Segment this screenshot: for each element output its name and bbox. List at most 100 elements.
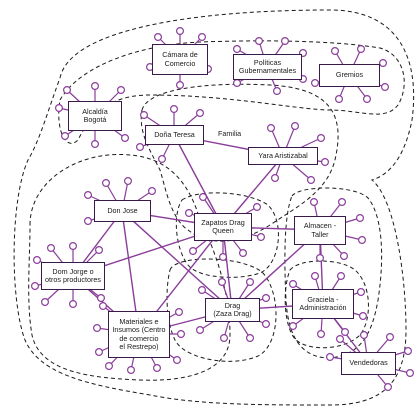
spoke-circle-camara-5 — [176, 80, 185, 89]
store-boundary — [284, 187, 383, 359]
spoke-circle-drag-5 — [246, 334, 255, 343]
spoke-circle-don-jorge-0 — [32, 256, 41, 265]
spoke-circle-politicas-5 — [233, 78, 242, 87]
node-politicas-gubernamentales: Políticas Gubernamentales — [233, 54, 302, 80]
spoke-circle-don-jorge-2 — [68, 242, 77, 251]
spoke-circle-alcaldia-4 — [60, 132, 69, 141]
spoke-circle-zapatos-3 — [257, 233, 266, 242]
spoke-circle-gremios-1 — [357, 44, 366, 53]
spoke-circle-dona-teresa-1 — [170, 104, 179, 113]
node-drag-zaza-drag: Drag (Zaza Drag) — [205, 298, 260, 322]
spoke-circle-almacen-1 — [338, 198, 347, 207]
spoke-circle-materiales-0 — [98, 302, 107, 311]
spoke-circle-gremios-6 — [311, 78, 320, 87]
spoke-circle-camara-2 — [198, 32, 207, 41]
node-dom-jorge-otros-productores: Dom Jorge o otros productores — [41, 262, 105, 290]
spoke-circle-zapatos-2 — [253, 203, 262, 212]
spoke-circle-camara-1 — [176, 27, 185, 36]
spoke-circle-zapatos-1 — [199, 193, 208, 202]
spoke-circle-graciela-7 — [289, 322, 298, 331]
spoke-circle-vendedoras-0 — [326, 353, 335, 362]
spoke-circle-almacen-3 — [358, 236, 367, 245]
spoke-circle-materiales-4 — [126, 366, 135, 375]
spoke-circle-vendedoras-1 — [336, 335, 345, 344]
spoke-circle-vendedoras-6 — [384, 383, 393, 392]
spoke-circle-don-jorge-7 — [96, 294, 105, 303]
spoke-circle-graciela-2 — [337, 272, 346, 281]
spoke-circle-drag-7 — [196, 326, 205, 335]
spoke-circle-gremios-0 — [331, 46, 340, 55]
node-materiales-insumos: Materiales e Insumos (Centro de comercio… — [108, 311, 170, 358]
spoke-circle-don-jose-3 — [148, 187, 157, 196]
spoke-circle-drag-0 — [198, 286, 207, 295]
spoke-circle-gremios-3 — [381, 82, 390, 91]
spoke-circle-vendedoras-2 — [360, 331, 369, 340]
spoke-circle-drag-6 — [220, 334, 229, 343]
spoke-circle-almacen-0 — [310, 198, 319, 207]
spoke-circle-alcaldia-1 — [62, 85, 71, 94]
node-camara-de-comercio: Cámara de Comercio — [152, 44, 208, 75]
spoke-circle-materiales-6 — [173, 356, 182, 365]
spoke-circle-yara-1 — [291, 121, 300, 130]
spoke-circle-almacen-2 — [356, 214, 365, 223]
spoke-circle-alcaldia-2 — [90, 81, 99, 90]
spoke-circle-graciela-3 — [357, 288, 366, 297]
spoke-circle-yara-2 — [317, 134, 326, 143]
node-zapatos-drag-queen: Zapatos Drag Queen — [194, 213, 252, 241]
spoke-circle-materiales-7 — [177, 330, 186, 339]
spoke-circle-camara-0 — [154, 32, 163, 41]
node-graciela-administracion: Graciela - Administración — [292, 289, 354, 319]
spoke-circle-drag-1 — [218, 278, 227, 287]
spoke-circle-zapatos-5 — [219, 253, 228, 262]
spoke-circle-dona-teresa-4 — [158, 155, 167, 164]
spoke-circle-alcaldia-6 — [120, 134, 129, 143]
edge-label-familia: Familia — [218, 129, 242, 138]
spoke-circle-don-jorge-6 — [68, 300, 77, 309]
spoke-circle-materiales-8 — [175, 308, 184, 317]
spoke-circle-yara-5 — [271, 174, 280, 183]
spoke-circle-drag-4 — [262, 320, 271, 329]
node-almacen-taller: Almacen - Taller — [294, 216, 346, 245]
spoke-circle-don-jose-1 — [101, 179, 110, 188]
spoke-circle-dona-teresa-0 — [140, 110, 149, 119]
spoke-circle-politicas-1 — [255, 36, 264, 45]
spoke-circle-zapatos-4 — [239, 249, 248, 258]
spoke-circle-politicas-6 — [273, 86, 282, 95]
spoke-circle-don-jose-4 — [83, 217, 92, 226]
spoke-circle-gremios-4 — [363, 94, 372, 103]
spoke-circle-alcaldia-5 — [90, 140, 99, 149]
spoke-circle-dona-teresa-2 — [196, 108, 205, 117]
spoke-circle-zapatos-0 — [185, 209, 194, 218]
family-boundary — [140, 83, 339, 242]
node-vendedoras: Vendedoras — [341, 352, 396, 375]
spoke-circle-don-jorge-3 — [94, 246, 103, 255]
spoke-circle-don-jorge-1 — [46, 244, 55, 253]
spoke-circle-dona-teresa-3 — [136, 143, 145, 152]
spoke-circle-materiales-2 — [94, 348, 103, 357]
spoke-circle-graciela-6 — [317, 330, 326, 339]
spoke-circle-graciela-0 — [289, 280, 298, 289]
spoke-circle-don-jorge-5 — [40, 298, 49, 307]
spoke-circle-gremios-2 — [379, 58, 388, 67]
node-dona-teresa: Doña Teresa — [145, 125, 204, 145]
production-boundary — [28, 153, 231, 381]
node-gremios: Gremios — [319, 64, 380, 87]
edge-dona-teresa-zapatos — [173, 134, 224, 228]
spoke-circle-drag-2 — [246, 278, 255, 287]
node-don-jose: Don Jose — [94, 200, 151, 222]
spoke-circle-materiales-5 — [153, 364, 162, 373]
outer-boundary — [13, 9, 415, 406]
spoke-circle-graciela-5 — [341, 328, 350, 337]
spoke-circle-alcaldia-3 — [116, 85, 125, 94]
spoke-circle-yara-0 — [267, 123, 276, 132]
spoke-circle-zapatos-6 — [189, 247, 198, 256]
spoke-circle-vendedoras-5 — [406, 369, 415, 378]
spoke-circle-materiales-1 — [92, 324, 101, 333]
spoke-circle-don-jose-0 — [83, 191, 92, 200]
spoke-circle-don-jorge-4 — [31, 282, 40, 291]
spoke-circle-graciela-4 — [359, 312, 368, 321]
spoke-circle-almacen-4 — [340, 252, 349, 261]
spoke-circle-materiales-3 — [104, 362, 113, 371]
